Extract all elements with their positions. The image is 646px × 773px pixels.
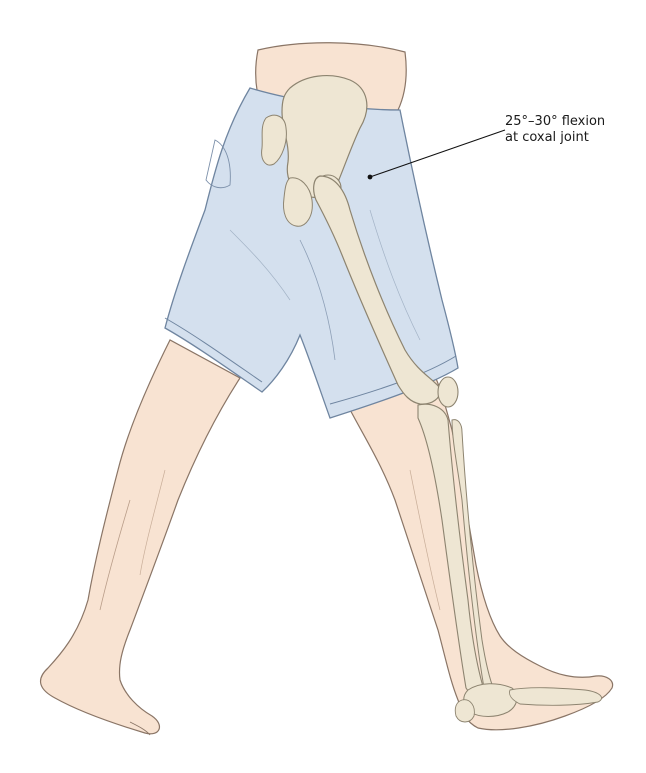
femur-bone xyxy=(313,175,441,405)
flexion-annotation: 25°–30° flexion at coxal joint xyxy=(505,114,640,146)
patella-bone xyxy=(437,376,459,408)
calcaneus-bone xyxy=(454,699,475,723)
pointer-dot-icon xyxy=(367,174,373,180)
front-leg xyxy=(344,369,614,731)
sacrum xyxy=(261,114,287,166)
pelvis-bone xyxy=(261,75,368,227)
back-foot-toes xyxy=(129,721,151,736)
front-leg-shape xyxy=(344,369,614,731)
leader-line xyxy=(369,129,506,178)
ischium xyxy=(283,177,313,227)
foot-bones xyxy=(454,683,602,723)
annotation-line-2: at coxal joint xyxy=(505,130,589,145)
callout-leader xyxy=(367,129,506,180)
back-leg-shape xyxy=(39,339,241,735)
back-leg xyxy=(39,339,241,736)
metatarsal-bones xyxy=(509,687,602,706)
annotation-line-1: 25°–30° flexion xyxy=(505,114,606,129)
